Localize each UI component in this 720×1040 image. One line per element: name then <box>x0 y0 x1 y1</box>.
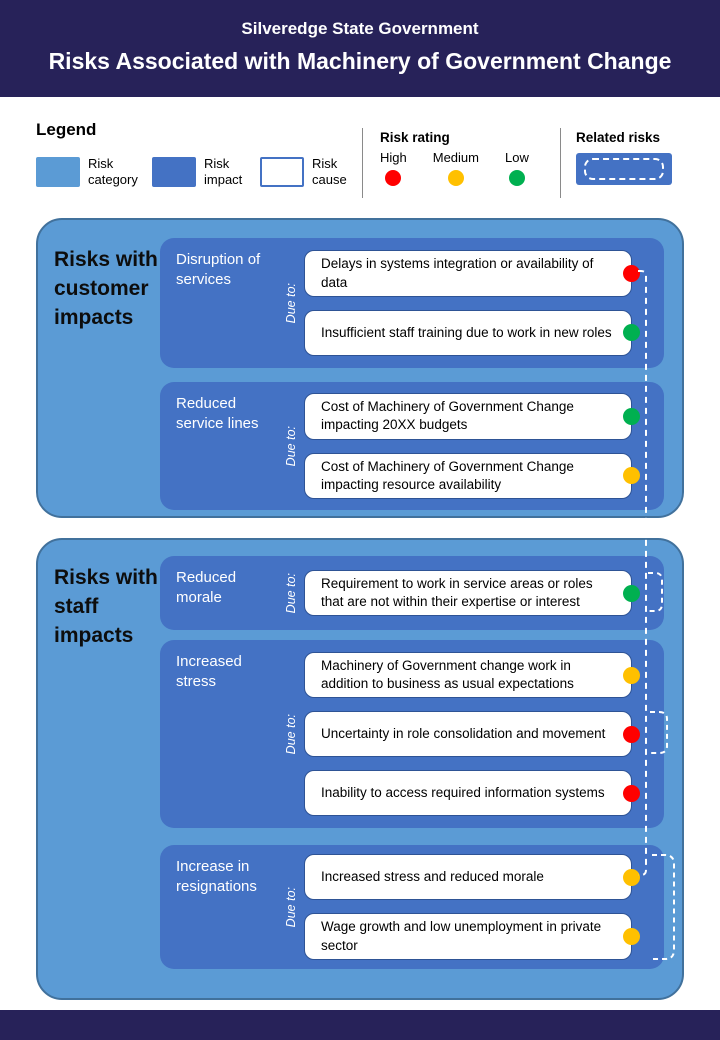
high-rating-dot <box>385 170 402 186</box>
related-risks-legend: Related risks <box>576 130 672 185</box>
legend-risk-impact: Risk impact <box>152 156 266 189</box>
cause-text: Delays in systems integration or availab… <box>321 256 594 290</box>
footer-bar <box>0 1010 720 1040</box>
cause-box: Increased stress and reduced morale <box>304 854 640 901</box>
cause-box: Delays in systems integration or availab… <box>304 250 640 297</box>
org-name: Silveredge State Government <box>241 19 479 38</box>
impact-label: Reduced morale <box>176 569 237 607</box>
legend-heading: Legend <box>36 120 97 139</box>
category-label: Risks with customer impacts <box>54 248 158 329</box>
staff-impacts-category: Risks with staff impacts Reduced morale … <box>36 538 684 1000</box>
cause-box: Requirement to work in service areas or … <box>304 569 640 617</box>
cause-text: Cost of Machinery of Government Change i… <box>321 399 574 433</box>
impact-increase-in-resignations: Increase in resignations Due to: Increas… <box>160 845 664 969</box>
due-to-label: Due to: <box>284 886 298 928</box>
cause-box: Insufficient staff training due to work … <box>304 309 640 356</box>
cause-text: Cost of Machinery of Government Change i… <box>321 458 574 492</box>
low-label: Low <box>505 150 529 165</box>
rating-dot <box>623 407 640 425</box>
due-to-label: Due to: <box>284 572 298 614</box>
rating-dot <box>623 784 640 802</box>
risk-cause-swatch <box>260 157 304 188</box>
category-label: Risks with staff impacts <box>54 566 158 647</box>
legend-risk-cause: Risk cause <box>260 156 374 189</box>
cause-text: Requirement to work in service areas or … <box>321 575 593 609</box>
cause-box: Cost of Machinery of Government Change i… <box>304 452 640 499</box>
dashed-outline-icon <box>584 158 664 180</box>
rating-dot <box>623 725 640 743</box>
impact-label: Increased stress <box>176 653 242 691</box>
cause-text: Uncertainty in role consolidation and mo… <box>321 726 606 742</box>
causes-list: Machinery of Government change work in a… <box>304 640 664 828</box>
impact-disruption-of-services: Disruption of services Due to: Delays in… <box>160 238 664 368</box>
legend-divider <box>362 128 363 198</box>
impact-label: Reduced service lines <box>176 395 259 433</box>
medium-label: Medium <box>432 150 479 165</box>
legend: Legend Risk category Risk impact Risk ca… <box>0 112 720 208</box>
cause-box: Wage growth and low unemployment in priv… <box>304 913 640 960</box>
risk-category-swatch <box>36 157 80 188</box>
cause-text: Machinery of Government change work in a… <box>321 657 574 691</box>
due-to: Due to: <box>278 238 304 368</box>
related-risks-heading: Related risks <box>576 130 661 145</box>
impact-label: Increase in resignations <box>176 858 257 896</box>
low-rating-dot <box>508 170 525 186</box>
cause-text: Insufficient staff training due to work … <box>321 324 612 340</box>
app-header: Silveredge State Government Risks Associ… <box>0 0 720 97</box>
cause-box: Cost of Machinery of Government Change i… <box>304 393 640 440</box>
cause-text: Wage growth and low unemployment in priv… <box>321 919 602 953</box>
rating-levels: High Medium Low <box>380 150 529 186</box>
related-risks-icon <box>576 153 672 185</box>
cause-box: Uncertainty in role consolidation and mo… <box>304 711 640 758</box>
due-to: Due to: <box>278 556 304 630</box>
risk-cause-label: Risk cause <box>312 156 347 188</box>
impact-label: Disruption of services <box>176 251 261 289</box>
cause-box: Inability to access required information… <box>304 770 640 817</box>
risk-rating-heading: Risk rating <box>380 130 450 145</box>
rating-dot <box>623 584 640 602</box>
impact-increased-stress: Increased stress Due to: Machinery of Go… <box>160 640 664 828</box>
risk-impact-label: Risk impact <box>204 156 243 188</box>
risk-impact-swatch <box>152 157 196 188</box>
rating-level-high: High <box>380 150 407 186</box>
medium-rating-dot <box>447 170 464 186</box>
rating-level-medium: Medium <box>433 150 479 186</box>
due-to: Due to: <box>278 382 304 510</box>
causes-list: Cost of Machinery of Government Change i… <box>304 382 664 510</box>
cause-text: Increased stress and reduced morale <box>321 869 544 885</box>
impact-reduced-service-lines: Reduced service lines Due to: Cost of Ma… <box>160 382 664 510</box>
cause-text: Inability to access required information… <box>321 785 605 801</box>
risk-rating-legend: Risk rating High Medium Low <box>380 130 529 186</box>
high-label: High <box>380 150 407 165</box>
risk-category-label: Risk category <box>88 156 138 188</box>
due-to: Due to: <box>278 640 304 828</box>
impact-reduced-morale: Reduced morale Due to: Requirement to wo… <box>160 556 664 630</box>
due-to-label: Due to: <box>284 713 298 755</box>
customer-impacts-category: Risks with customer impacts Disruption o… <box>36 218 684 518</box>
due-to-label: Due to: <box>284 282 298 324</box>
rating-dot <box>623 928 640 945</box>
cause-box: Machinery of Government change work in a… <box>304 651 640 699</box>
due-to: Due to: <box>278 845 304 969</box>
legend-risk-category: Risk category <box>36 156 150 189</box>
page-title: Risks Associated with Machinery of Gover… <box>48 48 672 74</box>
rating-dot <box>623 467 640 485</box>
rating-level-low: Low <box>505 150 529 186</box>
rating-dot <box>623 868 640 886</box>
rating-dot <box>623 666 640 684</box>
rating-dot <box>623 265 640 282</box>
causes-list: Delays in systems integration or availab… <box>304 238 664 368</box>
due-to-label: Due to: <box>284 425 298 467</box>
causes-list: Increased stress and reduced morale Wage… <box>304 845 664 969</box>
causes-list: Requirement to work in service areas or … <box>304 556 664 630</box>
legend-divider <box>560 128 561 198</box>
rating-dot <box>623 324 640 342</box>
